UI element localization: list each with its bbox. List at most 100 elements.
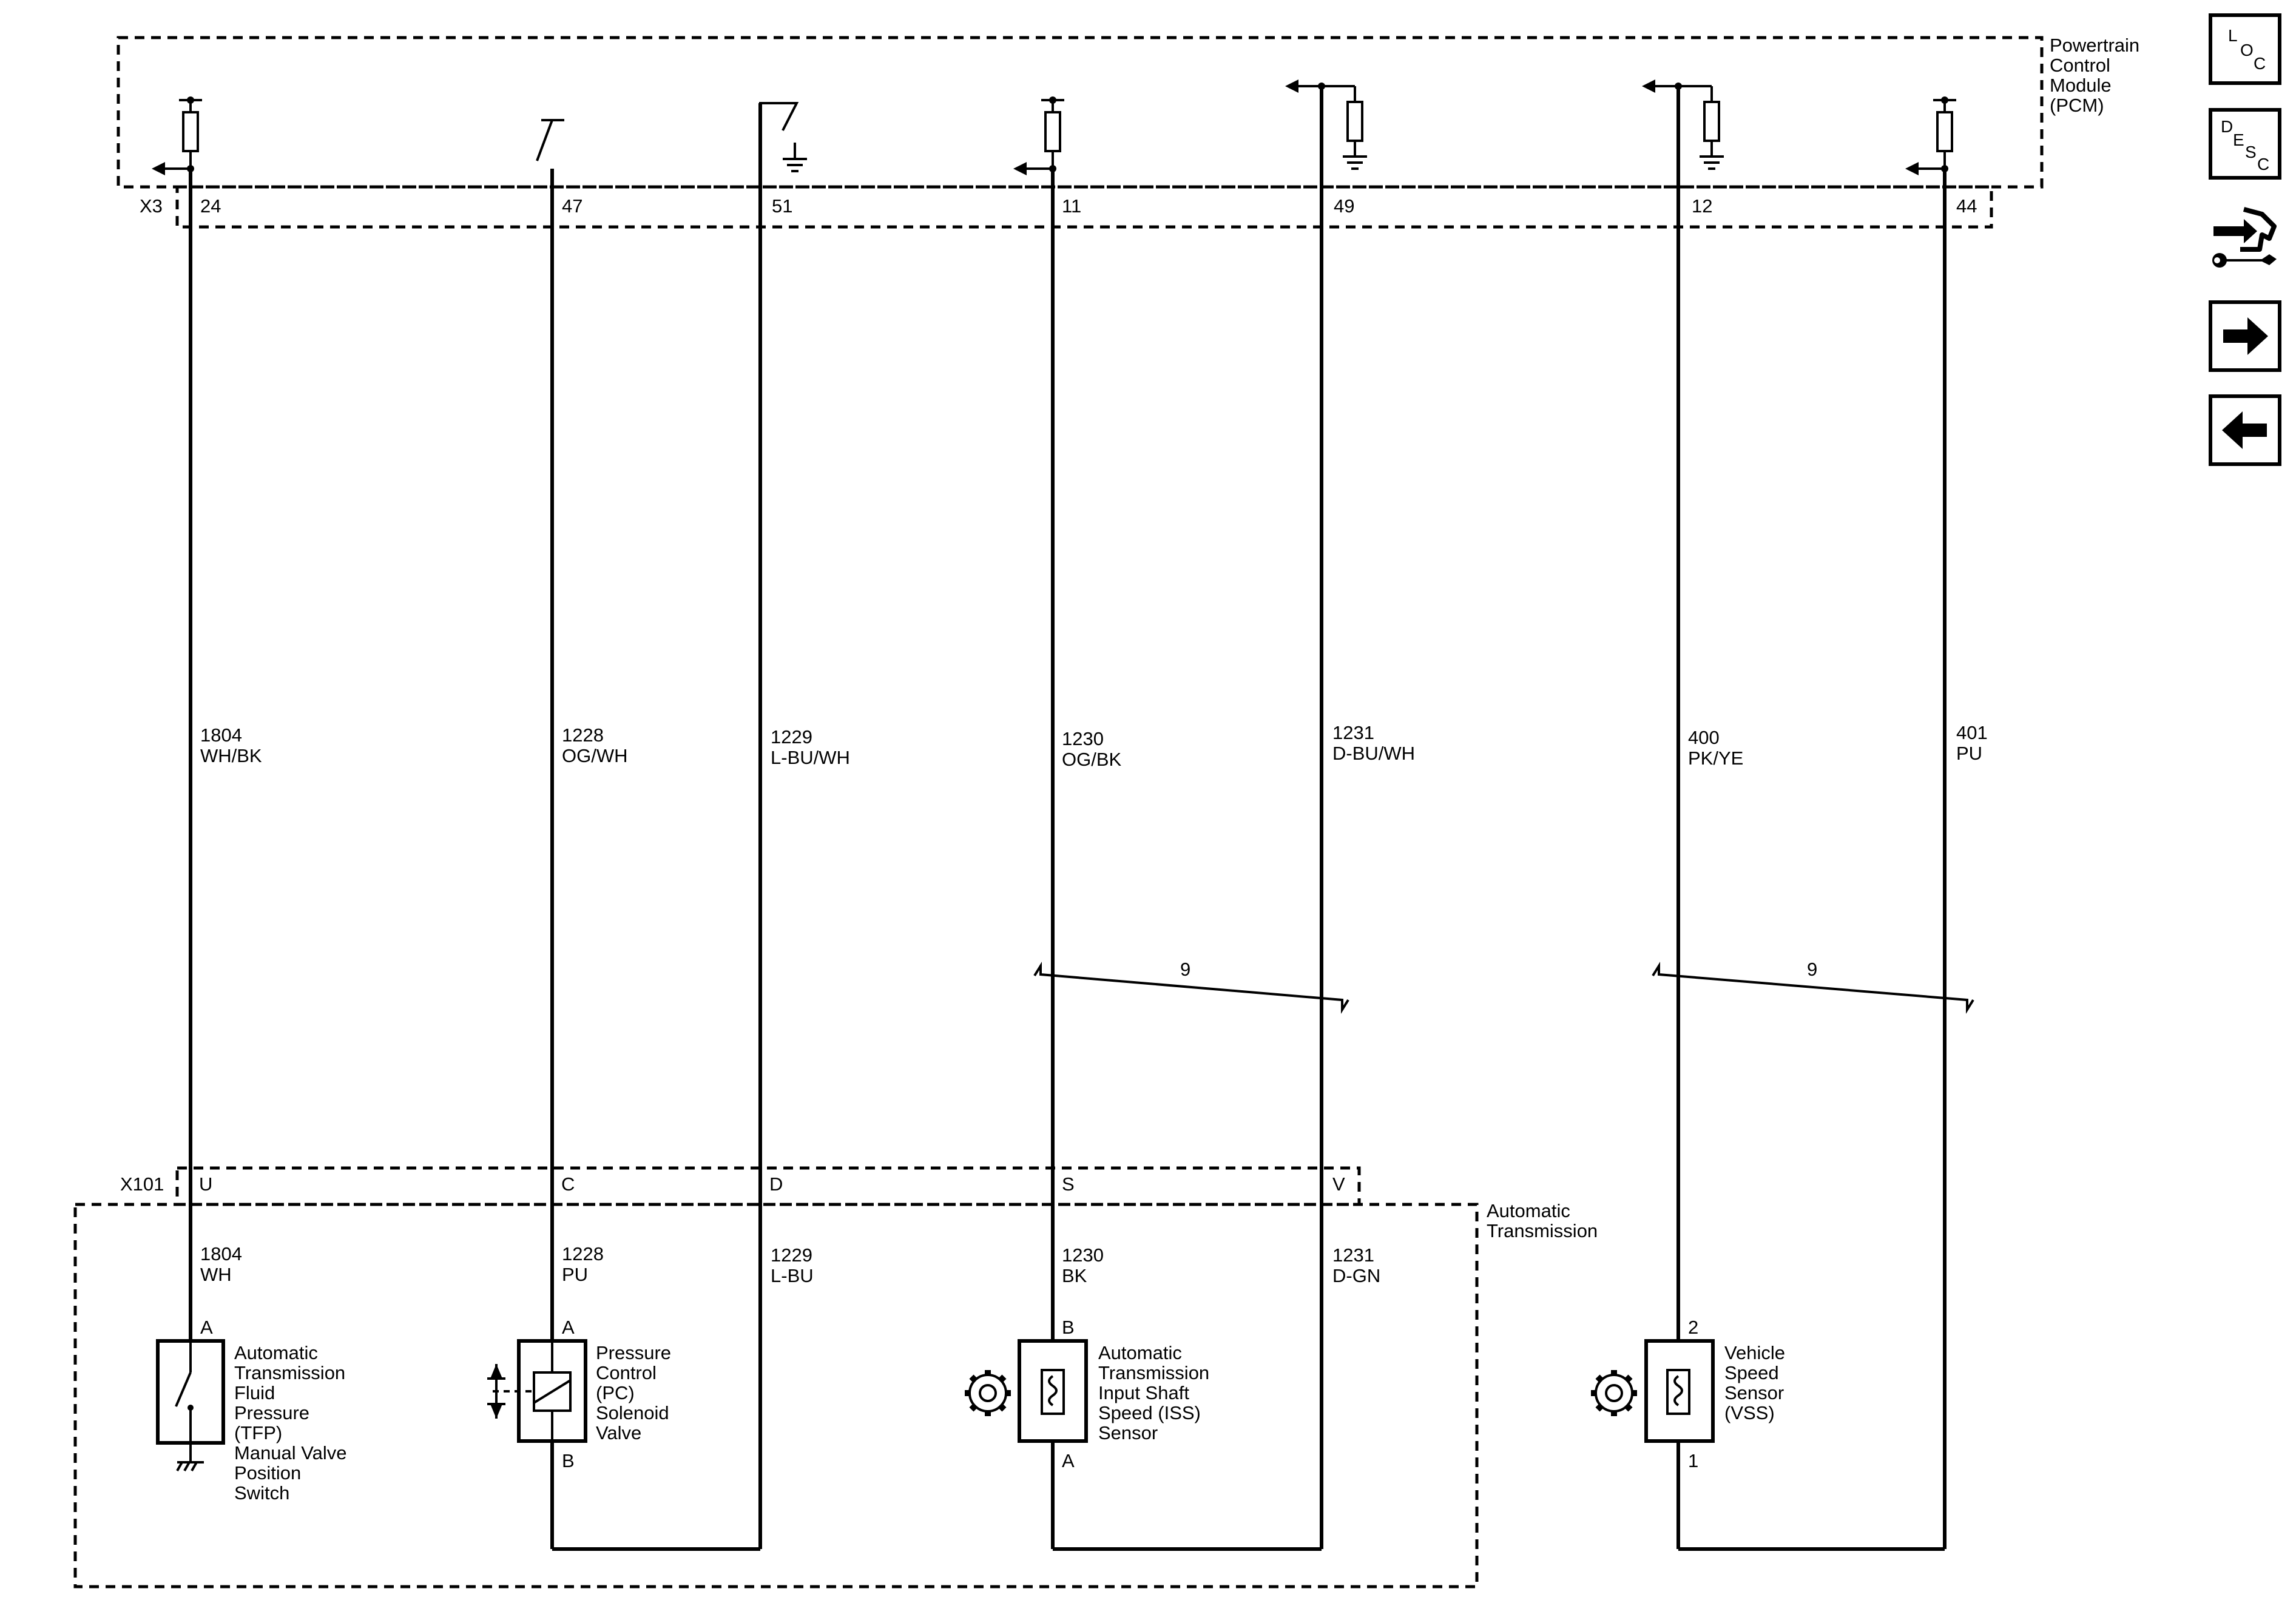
next-page-icon: [2223, 317, 2268, 355]
lower-circuit-1229-color: L-BU: [771, 1265, 814, 1286]
vss-sensor-name-4: (VSS): [1724, 1402, 1775, 1423]
vss-sensor-body: [1644, 1339, 1715, 1443]
x3-pin-44: 44: [1956, 195, 1977, 217]
lower-circuit-1228-color: PU: [562, 1264, 588, 1285]
iss-sensor-name-4: Speed (ISS): [1098, 1402, 1201, 1423]
tfp-switch-name-7: Position: [234, 1462, 301, 1484]
pcm-pin44-pullup: [1905, 96, 1956, 175]
iss-sensor-name-2: Transmission: [1098, 1362, 1209, 1383]
transmission-module: Automatic Transmission: [73, 1200, 1598, 1588]
pcm-pin49-pulldown: [1285, 79, 1367, 170]
x3-pin-24: 24: [200, 195, 221, 217]
loc-letter-o: O: [2240, 41, 2254, 59]
iss-gear-icon: [965, 1370, 1011, 1416]
circuit-401-number: 401: [1956, 722, 1988, 743]
pcm-module: Powertrain Control Module (PCM): [116, 35, 2139, 189]
previous-page-button[interactable]: [2209, 394, 2281, 466]
tfp-switch-pin-a: A: [200, 1317, 213, 1338]
circuit-1231-color: D-BU/WH: [1332, 743, 1415, 764]
vss-sensor-name-3: Sensor: [1724, 1382, 1784, 1403]
tfp-switch-name-8: Switch: [234, 1482, 289, 1504]
lower-circuit-1231-color: D-GN: [1332, 1265, 1380, 1286]
circuit-1231-number: 1231: [1332, 722, 1374, 743]
lower-circuit-1231-number: 1231: [1332, 1244, 1374, 1266]
x3-pin-47: 47: [562, 195, 582, 217]
pcm-label-line-1: Powertrain: [2050, 35, 2139, 56]
pc-solenoid-name-2: Control: [596, 1362, 657, 1383]
lower-circuit-1230-color: BK: [1062, 1265, 1087, 1286]
pcm-pin24-pullup: [152, 96, 202, 175]
vss-sensor-name-2: Speed: [1724, 1362, 1779, 1383]
pcm-boundary: [116, 36, 2044, 189]
iss-sensor-name-5: Sensor: [1098, 1422, 1158, 1443]
upper-circuit-labels: 1804 WH/BK 1228 OG/WH 1229 L-BU/WH 1230 …: [200, 722, 1988, 770]
x101-pin-u: U: [199, 1173, 212, 1195]
loc-icon: L O C: [2228, 26, 2266, 73]
pc-solenoid-pin-b: B: [562, 1450, 575, 1471]
circuit-1230-color: OG/BK: [1062, 749, 1122, 770]
desc-letter-e: E: [2233, 130, 2244, 149]
desc-letter-s: S: [2245, 143, 2257, 161]
pc-solenoid-name-1: Pressure: [596, 1342, 671, 1363]
circuit-1229-color: L-BU/WH: [771, 747, 850, 768]
pcm-pin12-pulldown: [1642, 79, 1724, 170]
pc-solenoid-name-4: Solenoid: [596, 1402, 669, 1423]
loc-letter-l: L: [2228, 26, 2238, 45]
lower-circuit-labels: 1804 WH 1228 PU 1229 L-BU 1230 BK 1231 D…: [200, 1243, 1380, 1286]
circuit-1804-color: WH/BK: [200, 745, 262, 766]
lower-circuit-1804-number: 1804: [200, 1243, 242, 1264]
x3-connector-boundary: [175, 185, 1993, 229]
pcm-label-line-3: Module: [2050, 75, 2112, 96]
iss-sensor-pin-a: A: [1062, 1450, 1075, 1471]
circuit-401-color: PU: [1956, 743, 1982, 764]
x3-pin-51: 51: [772, 195, 792, 217]
twisted-pair-vss-label: 9: [1807, 959, 1817, 980]
circuit-400-number: 400: [1688, 727, 1720, 748]
tfp-switch-name-4: Pressure: [234, 1402, 309, 1423]
circuit-1228-number: 1228: [562, 724, 604, 746]
twisted-pair-iss-label: 9: [1180, 959, 1190, 980]
x101-pin-v: V: [1332, 1173, 1345, 1195]
x3-pin-11: 11: [1062, 195, 1081, 217]
tfp-switch-name-2: Transmission: [234, 1362, 345, 1383]
tfp-switch-name-6: Manual Valve: [234, 1442, 347, 1463]
tfp-switch-name-5: (TFP): [234, 1422, 282, 1443]
circuit-1228-color: OG/WH: [562, 745, 628, 766]
lower-circuit-1804-color: WH: [200, 1264, 232, 1285]
tfp-switch-name-1: Automatic: [234, 1342, 318, 1363]
loc-button[interactable]: L O C: [2209, 13, 2281, 85]
x101-pin-d: D: [769, 1173, 783, 1195]
loc-letter-c: C: [2254, 54, 2266, 73]
connector-x3: X3 24 47 51 11 49 12 44: [140, 185, 1993, 229]
pcm-pin51-driver-switch: [759, 102, 807, 188]
circuit-1229-number: 1229: [771, 726, 812, 748]
lower-circuit-1229-number: 1229: [771, 1244, 812, 1266]
circuit-1804-number: 1804: [200, 724, 242, 746]
connector-end-view-button[interactable]: [2209, 197, 2281, 282]
vss-gear-icon: [1591, 1370, 1637, 1416]
circuit-1230-number: 1230: [1062, 728, 1104, 749]
next-page-button[interactable]: [2209, 300, 2281, 372]
iss-sensor-body: [1018, 1339, 1088, 1443]
vss-sensor-name-1: Vehicle: [1724, 1342, 1785, 1363]
iss-sensor: B A Automatic Transmission Input Shaft S…: [965, 1317, 1209, 1471]
x101-connector-boundary: [175, 1166, 1361, 1206]
desc-button[interactable]: D E S C: [2209, 108, 2281, 180]
lower-circuit-1228-number: 1228: [562, 1243, 604, 1264]
transmission-boundary: [73, 1203, 1479, 1588]
transmission-label-line-2: Transmission: [1487, 1220, 1598, 1241]
pcm-label-line-2: Control: [2050, 55, 2110, 76]
iss-sensor-name-1: Automatic: [1098, 1342, 1182, 1363]
x3-connector-name: X3: [140, 195, 163, 217]
desc-icon: D E S C: [2221, 117, 2269, 174]
pcm-label-line-4: (PCM): [2050, 95, 2104, 116]
pc-solenoid-name-5: Valve: [596, 1422, 641, 1443]
pc-solenoid-valve: A B Pressure Control (PC) Solenoid Valve: [487, 1317, 671, 1471]
vss-sensor-pin-1: 1: [1688, 1450, 1698, 1471]
vss-sensor-pin-2: 2: [1688, 1317, 1698, 1338]
tfp-switch-name-3: Fluid: [234, 1382, 275, 1403]
x101-pin-s: S: [1062, 1173, 1075, 1195]
x3-pin-49: 49: [1334, 195, 1354, 217]
x101-pin-c: C: [561, 1173, 575, 1195]
